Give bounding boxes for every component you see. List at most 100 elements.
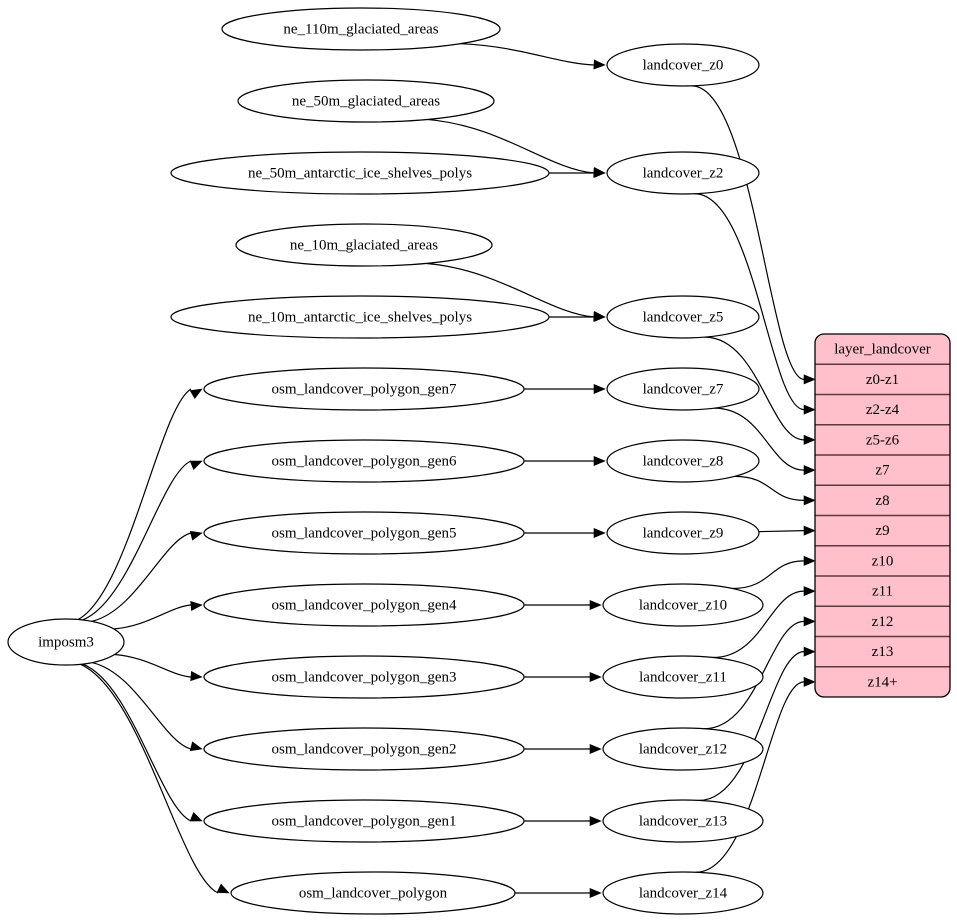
table-row-z0-z1[interactable]: z0-z1 <box>815 364 950 394</box>
edge-line <box>91 661 192 750</box>
node-ne_110m_glaciated_areas[interactable]: ne_110m_glaciated_areas <box>221 7 501 51</box>
osm-table-node-ellipse <box>203 583 525 627</box>
table-row-z13[interactable]: z13 <box>815 637 950 667</box>
node-osm_landcover_polygon_gen2[interactable]: osm_landcover_polygon_gen2 <box>203 727 525 771</box>
edge-arrowhead <box>189 741 203 752</box>
osm-table-node-ellipse <box>230 871 516 915</box>
ne-table-node-ellipse <box>170 295 550 339</box>
edge-osm_landcover_polygon_gen5-to-landcover_z9 <box>524 527 606 539</box>
edge-imposm3-to-osm_landcover_polygon_gen6 <box>82 460 203 621</box>
table-row-z12[interactable]: z12 <box>815 606 950 636</box>
edge-line <box>704 336 805 441</box>
osm-table-node-ellipse <box>203 367 525 411</box>
node-landcover_z7[interactable]: landcover_z7 <box>606 367 760 411</box>
edge-imposm3-to-osm_landcover_polygon_gen5 <box>91 530 203 622</box>
edge-line <box>91 532 192 622</box>
node-osm_landcover_polygon_gen7[interactable]: osm_landcover_polygon_gen7 <box>203 367 525 411</box>
node-ne_10m_glaciated_areas[interactable]: ne_10m_glaciated_areas <box>235 223 493 267</box>
edge-arrowhead <box>803 434 816 445</box>
edge-arrowhead <box>589 815 602 827</box>
node-landcover_z13[interactable]: landcover_z13 <box>602 799 764 843</box>
edge-arrowhead <box>803 676 816 687</box>
table-row-z14+[interactable]: z14+ <box>815 667 950 697</box>
edge-landcover_z2-to-layer_landcover-z2-z4 <box>694 193 816 415</box>
table-row-label: z7 <box>875 463 890 479</box>
edge-arrowhead <box>589 743 602 755</box>
edge-arrowhead <box>803 586 816 597</box>
node-osm_landcover_polygon_gen5[interactable]: osm_landcover_polygon_gen5 <box>203 511 525 555</box>
edge-line <box>699 651 805 802</box>
node-landcover_z8[interactable]: landcover_z8 <box>606 439 760 483</box>
node-landcover_z9[interactable]: landcover_z9 <box>606 511 760 555</box>
table-row-label: z9 <box>875 523 889 539</box>
table-row-label: z5-z6 <box>866 432 900 448</box>
edge-line <box>113 604 192 630</box>
table-row-z10[interactable]: z10 <box>815 546 950 576</box>
node-imposm3[interactable]: imposm3 <box>7 618 125 666</box>
edge-arrowhead <box>189 530 203 541</box>
layer-landcover-table[interactable]: layer_landcover z0-z1 z2-z4 z5-z6 z7 z8 z9 z10 z… <box>814 333 951 698</box>
node-ne_50m_glaciated_areas[interactable]: ne_50m_glaciated_areas <box>237 79 495 123</box>
node-label: osm_landcover_polygon_gen7 <box>272 381 457 397</box>
table-header-label: layer_landcover <box>834 342 931 358</box>
node-osm_landcover_polygon_gen4[interactable]: osm_landcover_polygon_gen4 <box>203 583 525 627</box>
table-row-z5-z6[interactable]: z5-z6 <box>815 425 950 455</box>
edge-ne_50m_antarctic_ice_shelves_polys-to-landcover_z2 <box>549 167 606 179</box>
node-landcover_z0[interactable]: landcover_z0 <box>606 43 760 87</box>
node-label: osm_landcover_polygon <box>299 885 448 901</box>
node-label: landcover_z0 <box>643 57 724 73</box>
table-row-z11[interactable]: z11 <box>815 576 950 606</box>
node-osm_landcover_polygon_gen6[interactable]: osm_landcover_polygon_gen6 <box>203 439 525 483</box>
edge-line <box>114 653 192 678</box>
osm-table-node-ellipse <box>203 439 525 483</box>
node-landcover_z12[interactable]: landcover_z12 <box>602 727 764 771</box>
node-osm_landcover_polygon_gen1[interactable]: osm_landcover_polygon_gen1 <box>203 799 525 843</box>
node-label: ne_10m_antarctic_ice_shelves_polys <box>248 309 472 325</box>
node-landcover_z5[interactable]: landcover_z5 <box>606 295 760 339</box>
edge-landcover_z9-to-layer_landcover-z9 <box>758 525 816 536</box>
edge-arrowhead <box>803 616 816 627</box>
edge-arrowhead <box>589 599 602 611</box>
node-label: osm_landcover_polygon_gen4 <box>272 597 457 613</box>
node-label: ne_10m_glaciated_areas <box>290 237 438 253</box>
edge-landcover_z8-to-layer_landcover-z8 <box>734 475 816 506</box>
table-row-z8[interactable]: z8 <box>815 485 950 515</box>
node-label: landcover_z14 <box>639 885 728 901</box>
table-row-label: z2-z4 <box>866 402 900 418</box>
node-ne_50m_antarctic_ice_shelves_polys[interactable]: ne_50m_antarctic_ice_shelves_polys <box>170 151 550 195</box>
node-osm_landcover_polygon[interactable]: osm_landcover_polygon <box>230 871 516 915</box>
edge-line <box>80 663 219 894</box>
node-label: landcover_z9 <box>643 525 724 541</box>
node-landcover_z2[interactable]: landcover_z2 <box>606 151 760 195</box>
table-row-z7[interactable]: z7 <box>815 455 950 485</box>
node-label: landcover_z12 <box>639 741 727 757</box>
edge-line <box>460 43 595 66</box>
ne-table-node-ellipse <box>221 7 501 51</box>
node-label: landcover_z5 <box>643 309 724 325</box>
edge-arrowhead <box>803 465 816 476</box>
node-landcover_z14[interactable]: landcover_z14 <box>602 871 764 915</box>
node-landcover_z10[interactable]: landcover_z10 <box>602 583 764 627</box>
node-landcover_z11[interactable]: landcover_z11 <box>602 655 764 699</box>
nodes-layer: imposm3 ne_110m_glaciated_areas ne_50m_gla… <box>7 7 764 915</box>
table-row-z2-z4[interactable]: z2-z4 <box>815 395 950 425</box>
edge-arrowhead <box>190 671 203 682</box>
edge-arrowhead <box>803 646 816 657</box>
table-row-label: z10 <box>872 553 894 569</box>
table-row-z9[interactable]: z9 <box>815 516 950 546</box>
edges-layer <box>77 43 816 899</box>
edge-arrowhead <box>190 600 203 612</box>
edge-arrowhead <box>803 495 816 506</box>
landcover-view-node-ellipse <box>606 511 760 555</box>
node-osm_landcover_polygon_gen3[interactable]: osm_landcover_polygon_gen3 <box>203 655 525 699</box>
edge-landcover_z14-to-layer_landcover-z14+ <box>695 676 816 873</box>
osm-table-node-ellipse <box>203 727 525 771</box>
node-ne_10m_antarctic_ice_shelves_polys[interactable]: ne_10m_antarctic_ice_shelves_polys <box>170 295 550 339</box>
edge-landcover_z7-to-layer_landcover-z7 <box>714 407 816 476</box>
edge-arrowhead <box>803 374 816 385</box>
edge-osm_landcover_polygon-to-landcover_z14 <box>515 887 602 899</box>
ne-table-node-ellipse <box>237 79 495 123</box>
node-label: osm_landcover_polygon_gen6 <box>272 453 457 469</box>
